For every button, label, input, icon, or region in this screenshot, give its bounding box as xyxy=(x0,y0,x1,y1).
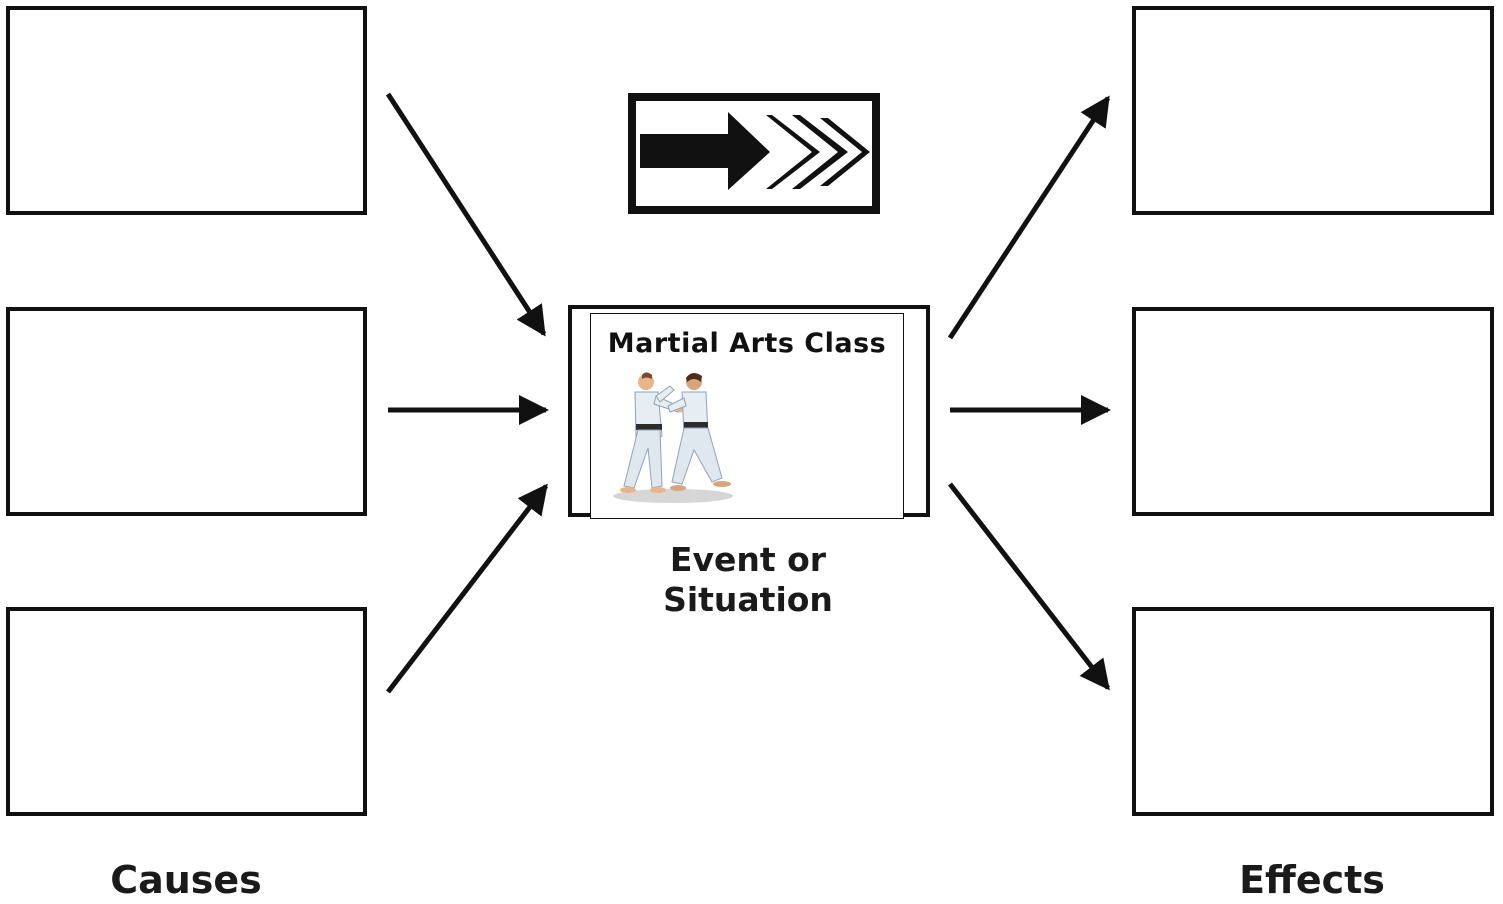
event-caption-line2: Situation xyxy=(663,580,833,619)
effect-arrow-3 xyxy=(948,482,1110,691)
causes-label: Causes xyxy=(110,858,262,902)
cause-arrow-1 xyxy=(385,92,547,337)
effect-arrow-1 xyxy=(947,95,1111,340)
forward-arrow-icon xyxy=(628,93,880,214)
event-card[interactable]: Martial Arts Class xyxy=(590,313,904,519)
event-caption: Event or Situation xyxy=(598,540,898,620)
karate-sparring-clipart xyxy=(613,372,733,503)
arrow-icon xyxy=(385,92,1111,694)
effect-box-3[interactable] xyxy=(1132,607,1494,816)
cause-box-1[interactable] xyxy=(6,6,367,215)
cause-box-3[interactable] xyxy=(6,607,367,816)
effects-label: Effects xyxy=(1239,858,1385,902)
cause-arrow-3 xyxy=(386,483,548,694)
event-caption-line1: Event or xyxy=(669,540,827,579)
event-title: Martial Arts Class xyxy=(607,328,887,359)
effect-box-2[interactable] xyxy=(1132,307,1494,516)
effect-box-1[interactable] xyxy=(1132,6,1494,215)
cause-box-2[interactable] xyxy=(6,307,367,516)
